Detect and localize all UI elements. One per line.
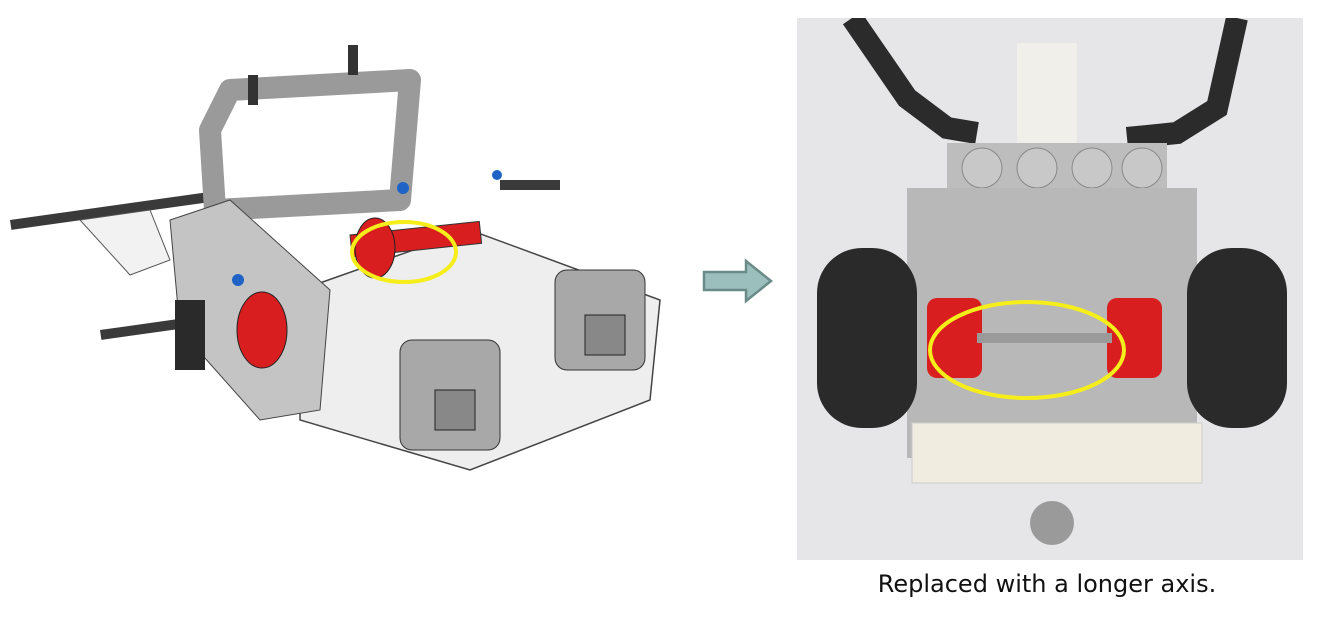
red-hub-right — [1107, 298, 1162, 378]
blue-pin — [397, 182, 409, 194]
black-beam — [175, 300, 205, 370]
arm-left — [842, 18, 979, 144]
axle-right — [500, 180, 560, 190]
front-beam — [911, 422, 1203, 484]
arm-right — [1125, 18, 1248, 149]
port-right — [584, 314, 626, 356]
blue-pin — [232, 274, 244, 286]
gear — [961, 147, 1003, 189]
top-frame — [199, 69, 421, 221]
highlight-ellipse — [928, 300, 1126, 400]
highlight-ellipse — [350, 220, 458, 284]
gear — [1121, 147, 1163, 189]
robot-photo — [797, 18, 1303, 560]
bent-beam — [78, 209, 171, 276]
wheel-left — [817, 248, 917, 428]
top-sensor — [1017, 43, 1077, 153]
gear — [1071, 147, 1113, 189]
gear — [1016, 147, 1058, 189]
lego-robot-diagram — [10, 45, 661, 471]
blue-pin — [492, 170, 502, 180]
port-left — [434, 389, 476, 431]
pin-right — [348, 45, 358, 75]
robot-photo-drawing — [797, 18, 1303, 560]
red-hub-left — [927, 298, 982, 378]
red-hub-bottom — [236, 291, 288, 369]
axle-left — [10, 192, 210, 230]
pin-left — [248, 75, 258, 105]
long-axle — [977, 333, 1112, 343]
photo-caption: Replaced with a longer axis. — [877, 570, 1217, 598]
caster-ball — [1030, 501, 1074, 545]
wheel-right — [1187, 248, 1287, 428]
right-arrow-icon — [702, 258, 774, 304]
